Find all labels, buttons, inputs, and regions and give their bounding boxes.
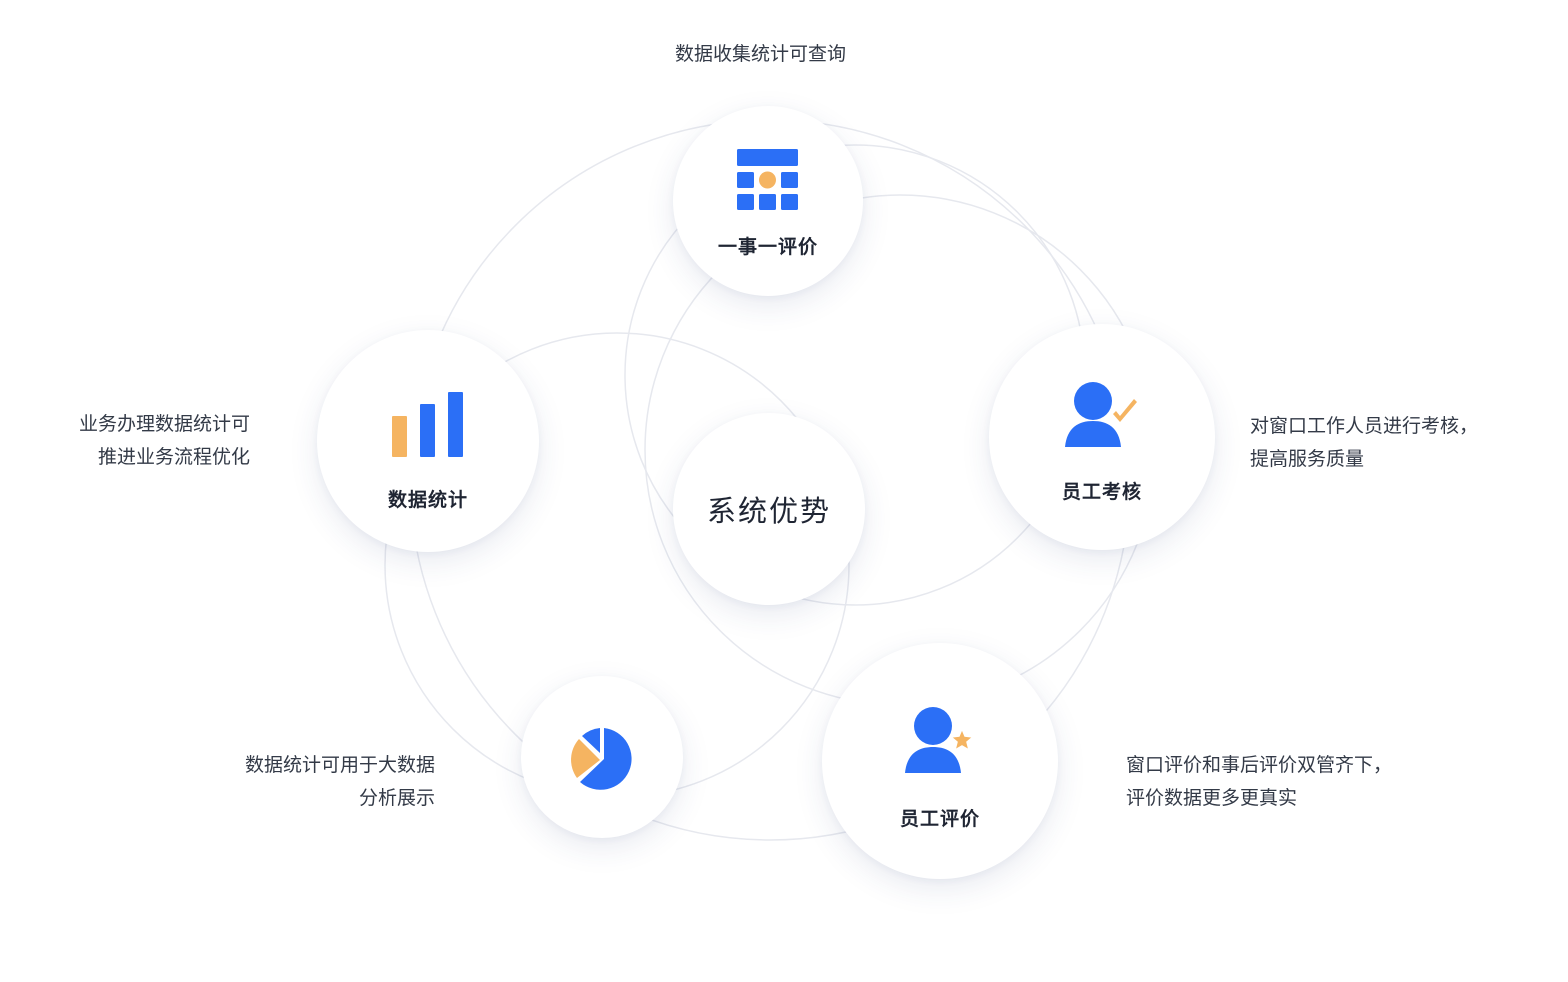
desc-left-line-2: 推进业务流程优化 (97, 447, 250, 468)
desc-right: 对窗口工作人员进行考核， 提高服务质量 (1250, 410, 1478, 476)
pie-chart-icon (571, 728, 632, 790)
desc-bottom-left-line-1: 数据统计可用于大数据 (244, 755, 435, 776)
node-rating-label: 员工评价 (899, 809, 980, 830)
bar-chart-icon (392, 392, 463, 457)
table-grid-icon (737, 149, 798, 210)
desc-bottom-right-line-1: 窗口评价和事后评价双管齐下， (1126, 755, 1393, 776)
desc-bottom-right: 窗口评价和事后评价双管齐下， 评价数据更多更真实 (1126, 749, 1392, 815)
node-assessment[interactable]: 员工考核 (989, 324, 1215, 550)
desc-bottom-right-line-2: 评价数据更多更真实 (1126, 788, 1298, 809)
center-title: 系统优势 (706, 496, 831, 528)
user-check-icon (1065, 382, 1137, 447)
desc-left: 业务办理数据统计可 推进业务流程优化 (40, 408, 250, 474)
node-statistics-label: 数据统计 (387, 490, 468, 511)
desc-bottom-left-line-2: 分析展示 (358, 788, 435, 809)
node-statistics[interactable]: 数据统计 (317, 330, 539, 552)
desc-right-line-1: 对窗口工作人员进行考核， (1250, 416, 1479, 437)
node-rating[interactable]: 员工评价 (822, 643, 1058, 879)
node-analysis[interactable] (521, 676, 683, 838)
desc-top: 数据收集统计可查询 (675, 38, 846, 71)
node-assessment-label: 员工考核 (1061, 482, 1142, 503)
desc-right-line-2: 提高服务质量 (1250, 449, 1365, 470)
node-evaluation[interactable]: 一事一评价 (673, 106, 863, 296)
desc-left-line-1: 业务办理数据统计可 (78, 414, 250, 435)
node-evaluation-label: 一事一评价 (717, 237, 818, 258)
desc-bottom-left: 数据统计可用于大数据 分析展示 (195, 749, 435, 815)
user-star-icon (905, 707, 975, 773)
center-node: 系统优势 (673, 413, 865, 605)
desc-top-line-1: 数据收集统计可查询 (675, 44, 847, 65)
